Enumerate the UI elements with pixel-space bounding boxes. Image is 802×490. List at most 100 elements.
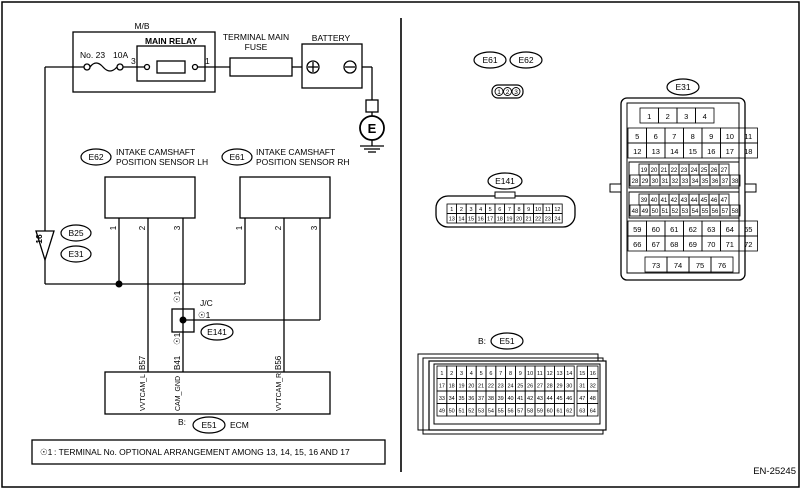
fuse-terminal-a — [83, 63, 91, 71]
e51-pin: 44 — [547, 396, 553, 402]
sensor-lh-pin: 2 — [138, 225, 147, 230]
small-connector-pin-circle — [494, 87, 504, 96]
sensor-lh-line1: INTAKE CAMSHAFT — [116, 147, 195, 157]
e141-pin: 1 — [450, 207, 453, 213]
e31-pin: 65 — [744, 225, 752, 234]
sensor-rh-box — [239, 176, 331, 219]
oval-e51 — [192, 416, 226, 434]
oval-e141 — [200, 323, 234, 341]
ecm-terminal-pin: B56 — [274, 355, 283, 370]
oval-right-e62 — [509, 51, 543, 69]
tm-fuse-line2: FUSE — [245, 42, 268, 52]
e31-pin: 53 — [682, 209, 689, 215]
mb-title: M/B — [134, 21, 149, 31]
e31-pin: 54 — [692, 209, 699, 215]
e31-pin: 22 — [671, 168, 678, 174]
conn-e61-label: E61 — [229, 152, 244, 162]
e31-pin: 61 — [670, 225, 678, 234]
e31-pin: 71 — [726, 240, 734, 249]
doc-code: EN-25245 — [753, 466, 796, 477]
e51-pin: 25 — [517, 384, 523, 390]
e51-pin: 9 — [519, 371, 522, 377]
e31-pin: 10 — [726, 132, 734, 141]
e31-pin: 72 — [744, 240, 752, 249]
ecm-terminal-pin: B41 — [173, 355, 182, 370]
e141-pin: 21 — [526, 216, 532, 222]
e31-pin: 19 — [641, 168, 648, 174]
e51-pin: 27 — [537, 384, 543, 390]
splice-point — [115, 280, 123, 288]
ground-terminal — [365, 99, 379, 113]
e31-pin: 25 — [701, 168, 708, 174]
battery-box — [301, 43, 363, 89]
e141-latch — [494, 191, 516, 199]
e31-pin: 7 — [672, 132, 676, 141]
sensor-lh-pin: 1 — [109, 225, 118, 230]
e31-pin: 11 — [744, 132, 752, 141]
small-connector-pin: 2 — [506, 89, 510, 96]
e31-pin: 62 — [689, 225, 697, 234]
e51-pin: 49 — [439, 409, 445, 415]
e31-pin: 12 — [633, 147, 641, 156]
e51-pin: 54 — [488, 409, 494, 415]
ground-e-label: E — [368, 121, 377, 136]
sensor-rh-pin: 1 — [235, 225, 244, 230]
e31-cell — [729, 174, 741, 187]
e31-pin: 8 — [691, 132, 695, 141]
e51-pin: 55 — [498, 409, 504, 415]
e31-pin: 58 — [732, 209, 739, 215]
note-box — [31, 439, 386, 465]
e51-pin: 37 — [478, 396, 484, 402]
ecm-terminal-pin: B57 — [138, 355, 147, 370]
e31-pin: 76 — [718, 261, 726, 270]
e141-pin: 4 — [479, 207, 482, 213]
conn-e31-label: E31 — [68, 249, 83, 259]
e31-pin: 63 — [707, 225, 715, 234]
e31-cell — [710, 256, 734, 273]
relay-pin-1: 1 — [205, 56, 210, 66]
oval-e31 — [60, 245, 92, 263]
e31-pin: 4 — [703, 112, 707, 121]
e31-pin: 15 — [689, 147, 697, 156]
oval-e62 — [80, 148, 112, 166]
e31-pin: 49 — [642, 209, 649, 215]
e31-pin: 74 — [674, 261, 682, 270]
jc-star-top: ☉1 — [172, 290, 182, 303]
e51-pin: 57 — [517, 409, 523, 415]
relay-label: MAIN RELAY — [145, 36, 197, 46]
sensor-lh-box — [104, 176, 196, 219]
e31-pin: 70 — [707, 240, 715, 249]
e141-pin: 20 — [516, 216, 522, 222]
e31-pin: 47 — [721, 198, 728, 204]
e51-pin: 50 — [449, 409, 455, 415]
tm-fuse-line1: TERMINAL MAIN — [223, 32, 289, 42]
sensor-lh-pin: 3 — [173, 225, 182, 230]
e31-pin: 68 — [670, 240, 678, 249]
e51-pin: 59 — [537, 409, 543, 415]
e31-pin: 31 — [662, 179, 669, 185]
e51-pin: 5 — [480, 371, 483, 377]
note-text: : TERMINAL No. OPTIONAL ARRANGEMENT AMON… — [54, 447, 350, 457]
e51-pin: 43 — [537, 396, 543, 402]
e51-pin: 3 — [460, 371, 463, 377]
e31-pin: 39 — [641, 198, 648, 204]
small-connector-pin: 3 — [514, 89, 518, 96]
e31-right-lug — [744, 183, 757, 193]
e51-pin: 11 — [537, 371, 543, 377]
battery-label: BATTERY — [312, 33, 351, 43]
e31-pin: 14 — [670, 147, 678, 156]
small-connector-pin-circle — [511, 87, 521, 96]
e51-pin: 62 — [566, 409, 572, 415]
e51-pin: 41 — [517, 396, 523, 402]
e31-pin: 18 — [744, 147, 752, 156]
e141-pin: 24 — [554, 216, 560, 222]
e141-pin: 17 — [487, 216, 493, 222]
e31-pin: 6 — [654, 132, 658, 141]
e51-pin: 32 — [590, 384, 596, 390]
relay-pin-3: 3 — [131, 56, 136, 66]
relay-contact-3 — [143, 63, 151, 71]
e31-pin: 20 — [651, 168, 658, 174]
e51-pin: 35 — [458, 396, 464, 402]
e31-body — [620, 97, 746, 281]
